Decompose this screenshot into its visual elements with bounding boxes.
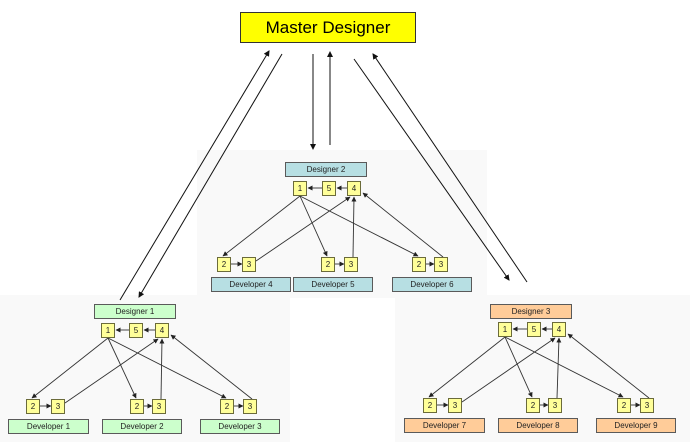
team-3-panel bbox=[395, 295, 690, 442]
developer-5-step-3: 3 bbox=[344, 257, 358, 272]
developer-3-box: Developer 3 bbox=[200, 419, 280, 434]
developer-5-box: Developer 5 bbox=[293, 277, 373, 292]
developer-4-box: Developer 4 bbox=[211, 277, 291, 292]
arrow-designer3-to-master bbox=[372, 53, 528, 283]
designer-1-step-1: 1 bbox=[101, 323, 115, 338]
developer-2-box: Developer 2 bbox=[102, 419, 182, 434]
developer-5-step-2: 2 bbox=[321, 257, 335, 272]
designer-1-step-5: 5 bbox=[129, 323, 143, 338]
designer-3-box: Designer 3 bbox=[490, 304, 572, 319]
edge-1-to-2 bbox=[31, 337, 109, 399]
team-1-panel bbox=[0, 295, 290, 442]
edge-3-to-4 bbox=[556, 337, 562, 399]
developer-1-step-3: 3 bbox=[51, 399, 65, 414]
developer-8-step-3: 3 bbox=[548, 398, 562, 413]
developer-8-step-2: 2 bbox=[526, 398, 540, 413]
designer-3-step-4: 4 bbox=[552, 322, 566, 337]
developer-2-step-2: 2 bbox=[130, 399, 144, 414]
developer-7-step-2: 2 bbox=[423, 398, 437, 413]
developer-4-step-2: 2 bbox=[217, 257, 231, 272]
developer-1-box: Developer 1 bbox=[8, 419, 89, 434]
developer-1-step-2: 2 bbox=[26, 399, 40, 414]
edge-1-to-2 bbox=[504, 336, 533, 398]
developer-7-box: Developer 7 bbox=[404, 418, 485, 433]
edge-3-to-4 bbox=[255, 196, 351, 262]
edge-3-to-4 bbox=[351, 196, 357, 258]
developer-8-box: Developer 8 bbox=[498, 418, 578, 433]
edge-3-to-4 bbox=[64, 338, 159, 404]
edge-3-to-4 bbox=[567, 333, 650, 399]
edge-1-to-2 bbox=[504, 336, 624, 398]
developer-3-step-3: 3 bbox=[243, 399, 257, 414]
developer-9-box: Developer 9 bbox=[596, 418, 676, 433]
designer-2-step-1: 1 bbox=[293, 181, 307, 196]
edge-3-to-4 bbox=[170, 334, 253, 400]
designer-2-box: Designer 2 bbox=[285, 162, 367, 177]
designer-3-step-1: 1 bbox=[498, 322, 512, 337]
edge-3-to-4 bbox=[159, 338, 165, 400]
edge-1-to-2 bbox=[222, 195, 301, 257]
edge-1-to-2 bbox=[428, 336, 506, 398]
designer-1-step-4: 4 bbox=[155, 323, 169, 338]
edge-1-to-2 bbox=[299, 195, 328, 257]
developer-6-step-2: 2 bbox=[412, 257, 426, 272]
developer-9-step-3: 3 bbox=[640, 398, 654, 413]
arrow-master-to-designer3 bbox=[353, 58, 510, 281]
edge-3-to-4 bbox=[362, 192, 444, 258]
developer-9-step-2: 2 bbox=[617, 398, 631, 413]
arrow-designer1-to-master bbox=[119, 50, 270, 301]
designer-1-box: Designer 1 bbox=[94, 304, 176, 319]
developer-7-step-3: 3 bbox=[448, 398, 462, 413]
master-designer-box: Master Designer bbox=[240, 12, 416, 43]
developer-6-box: Developer 6 bbox=[392, 277, 472, 292]
edge-1-to-2 bbox=[107, 337, 227, 399]
developer-2-step-3: 3 bbox=[152, 399, 166, 414]
edge-3-to-4 bbox=[461, 337, 556, 403]
designer-2-step-4: 4 bbox=[347, 181, 361, 196]
developer-4-step-3: 3 bbox=[242, 257, 256, 272]
edge-1-to-2 bbox=[299, 195, 419, 257]
designer-3-step-5: 5 bbox=[527, 322, 541, 337]
developer-6-step-3: 3 bbox=[434, 257, 448, 272]
developer-3-step-2: 2 bbox=[220, 399, 234, 414]
designer-2-step-5: 5 bbox=[322, 181, 336, 196]
edge-1-to-2 bbox=[107, 337, 137, 399]
arrow-master-to-designer1 bbox=[138, 53, 283, 298]
